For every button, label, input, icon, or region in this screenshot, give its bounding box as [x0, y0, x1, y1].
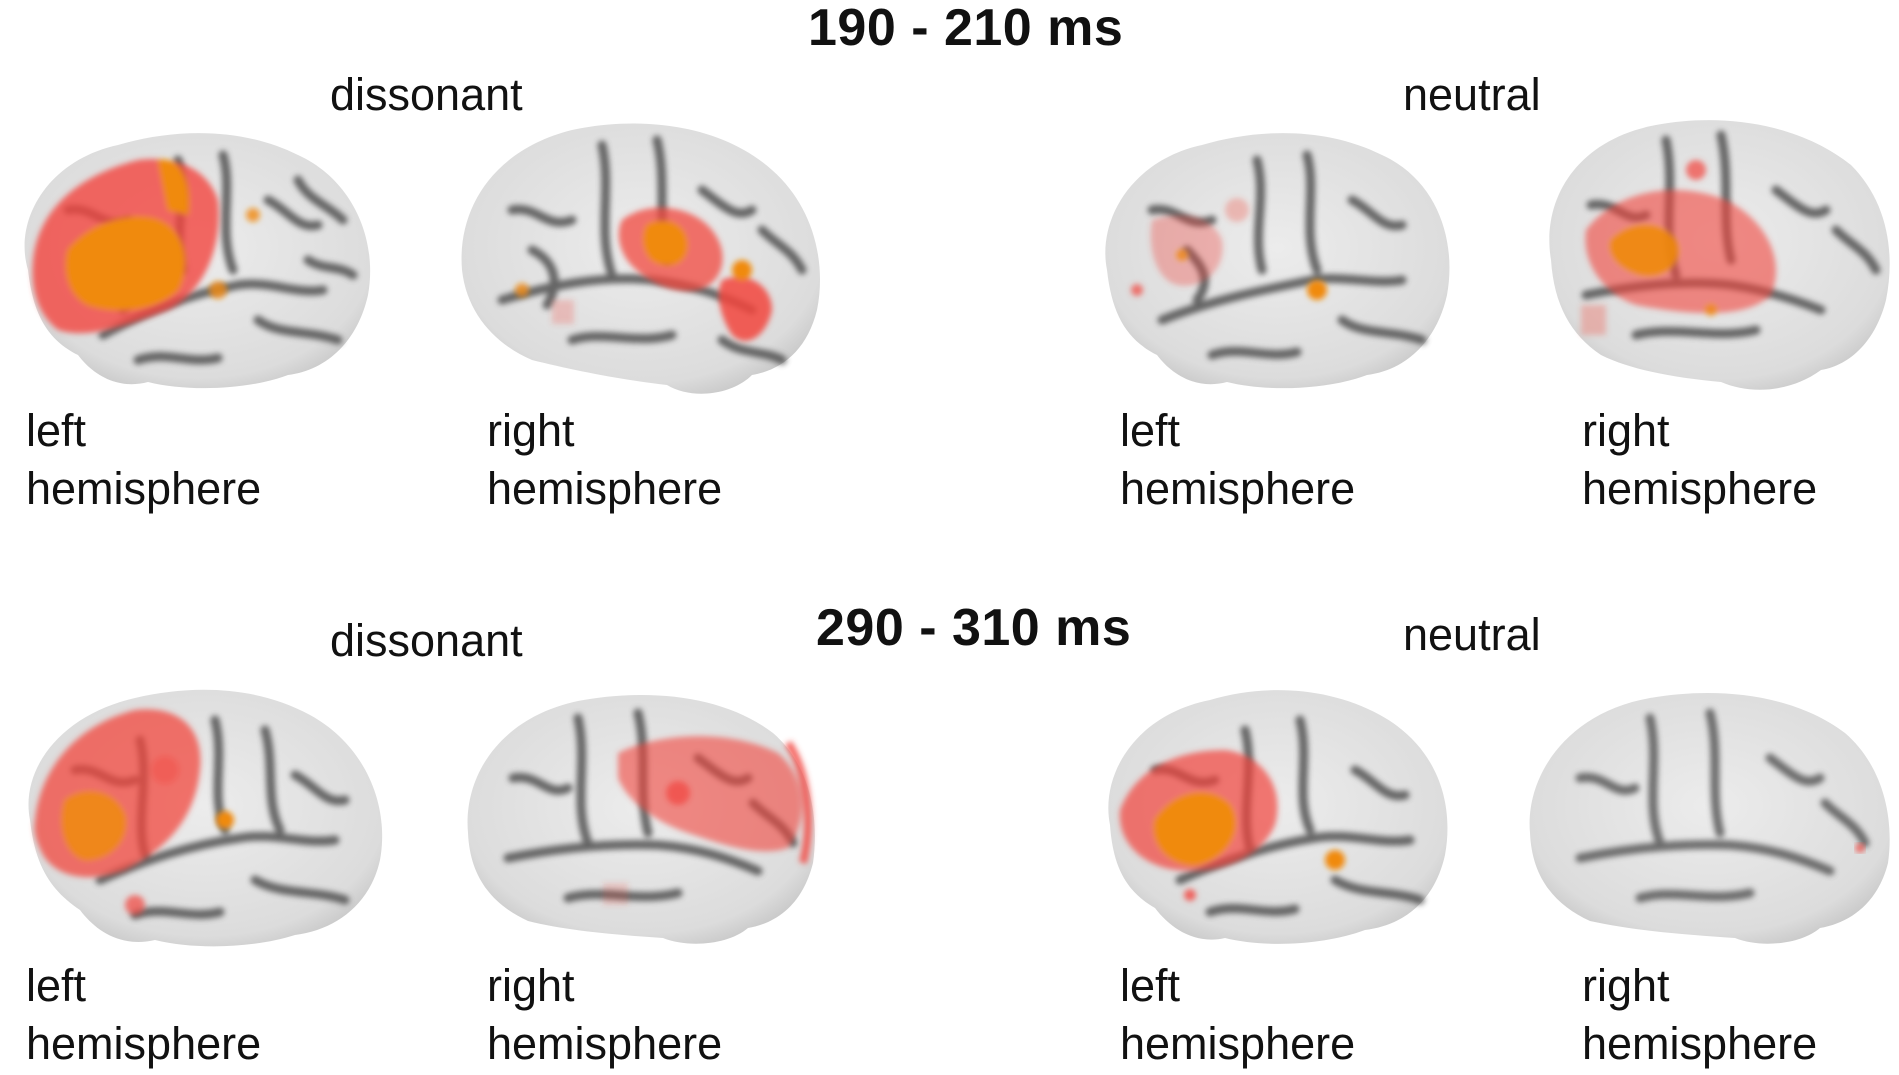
condition-title-dissonant-1: dissonant — [330, 69, 523, 120]
brain-rh-dissonant-190 — [452, 110, 827, 400]
label-line2: hemisphere — [487, 1018, 723, 1069]
time-window-title-2: 290 - 310 ms — [816, 599, 1132, 657]
brain-right-hemisphere-icon — [1529, 693, 1890, 944]
label-line2: hemisphere — [1120, 1018, 1356, 1069]
label-line1: right — [487, 405, 575, 456]
brain-right-hemisphere-icon — [461, 123, 820, 394]
brain-left-hemisphere-icon — [28, 689, 383, 947]
condition-title-dissonant-2: dissonant — [330, 615, 523, 666]
label-line2: hemisphere — [1582, 463, 1818, 514]
label-lh-dissonant-190: left hemisphere — [26, 402, 261, 518]
label-line1: left — [1120, 405, 1181, 456]
brain-left-hemisphere-icon — [24, 133, 371, 389]
label-rh-dissonant-190: right hemisphere — [487, 402, 722, 518]
brain-lh-neutral-290 — [1095, 680, 1455, 950]
label-line1: left — [1120, 960, 1181, 1011]
condition-title-neutral-2: neutral — [1403, 609, 1541, 660]
label-line1: right — [487, 960, 575, 1011]
label-rh-dissonant-290: right hemisphere — [487, 957, 722, 1073]
brain-lh-dissonant-190 — [8, 120, 378, 395]
brain-right-hemisphere-icon — [467, 694, 815, 944]
label-lh-neutral-190: left hemisphere — [1120, 402, 1355, 518]
label-line2: hemisphere — [1582, 1018, 1818, 1069]
label-line2: hemisphere — [26, 463, 262, 514]
label-line1: right — [1582, 405, 1670, 456]
time-window-title-1: 190 - 210 ms — [808, 0, 1124, 57]
label-rh-neutral-290: right hemisphere — [1582, 957, 1817, 1073]
label-lh-neutral-290: left hemisphere — [1120, 957, 1355, 1073]
brain-right-hemisphere-icon — [1549, 120, 1890, 390]
label-line2: hemisphere — [487, 463, 723, 514]
brain-lh-neutral-190 — [1092, 120, 1457, 395]
label-line2: hemisphere — [26, 1018, 262, 1069]
label-line1: left — [26, 960, 87, 1011]
condition-title-neutral-1: neutral — [1403, 69, 1541, 120]
brain-rh-dissonant-290 — [458, 683, 820, 948]
brain-rh-neutral-290 — [1520, 683, 1895, 948]
brain-left-hemisphere-icon — [1105, 133, 1450, 389]
brain-rh-neutral-190 — [1536, 110, 1896, 395]
label-line1: left — [26, 405, 87, 456]
label-line1: right — [1582, 960, 1670, 1011]
label-lh-dissonant-290: left hemisphere — [26, 957, 261, 1073]
brain-lh-dissonant-290 — [15, 680, 390, 950]
label-rh-neutral-190: right hemisphere — [1582, 402, 1817, 518]
label-line2: hemisphere — [1120, 463, 1356, 514]
brain-left-hemisphere-icon — [1108, 690, 1448, 944]
